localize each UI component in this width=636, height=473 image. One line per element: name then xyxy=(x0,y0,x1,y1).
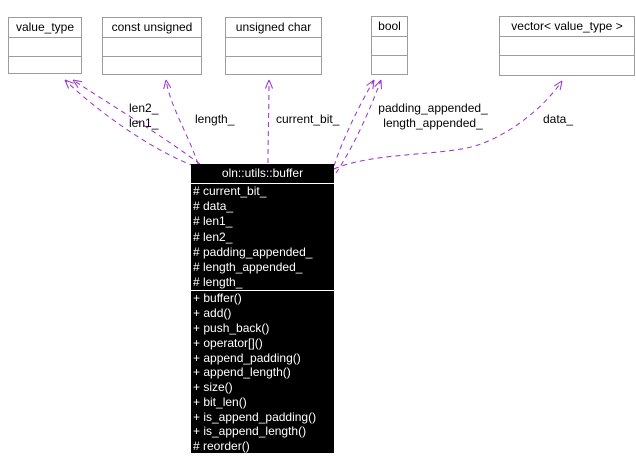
class-title: oln::utils::buffer xyxy=(191,164,334,184)
attribute: # length_ xyxy=(193,275,243,290)
empty-attributes-compartment xyxy=(103,37,201,56)
edge-label-line: len1_ xyxy=(129,116,159,130)
class-name: unsigned char xyxy=(235,20,312,34)
edge-label-len2-len1: len2_ len1_ xyxy=(129,101,158,131)
method: + is_append_length() xyxy=(193,424,307,439)
method: + push_back() xyxy=(193,320,270,335)
edge-label-line: len2_ xyxy=(129,101,159,115)
empty-methods-compartment xyxy=(500,55,634,74)
method: + append_padding() xyxy=(193,350,301,365)
method: + operator[]() xyxy=(193,335,263,350)
method: + add() xyxy=(193,306,232,321)
edge-label-line: padding_appended_ xyxy=(378,101,488,115)
edge-label-line: data_ xyxy=(543,112,574,126)
attribute: # length_appended_ xyxy=(193,259,303,274)
method: + append_length() xyxy=(193,365,291,380)
compartment-divider xyxy=(191,290,334,292)
method: # reorder() xyxy=(193,439,250,454)
edge-label-line: current_bit_ xyxy=(276,112,340,126)
edge-current-bit-to-unsigned-char xyxy=(264,79,274,164)
class-name: const unsigned xyxy=(111,20,193,34)
method: + size() xyxy=(193,380,233,395)
edge-len1-to-value-type xyxy=(72,79,201,165)
edge-label-line: length_appended_ xyxy=(383,116,483,130)
edge-label-data: data_ xyxy=(543,112,573,127)
class-name: value_type xyxy=(15,20,75,34)
class-box-const-unsigned[interactable]: const unsigned xyxy=(102,17,202,75)
edge-label-line: length_ xyxy=(195,112,235,126)
empty-attributes-compartment xyxy=(226,37,321,56)
empty-methods-compartment xyxy=(103,56,201,75)
method: + buffer() xyxy=(193,291,242,306)
attribute: # data_ xyxy=(193,199,234,214)
class-name: vector< value_type > xyxy=(511,19,623,33)
attribute: # padding_appended_ xyxy=(193,244,313,259)
empty-attributes-compartment xyxy=(372,36,407,55)
attribute: # len2_ xyxy=(193,229,233,244)
edge-label-padding-length-appended: padding_appended_ length_appended_ xyxy=(373,101,493,131)
class-box-unsigned-char[interactable]: unsigned char xyxy=(225,17,322,75)
attribute: # len1_ xyxy=(193,214,233,229)
empty-attributes-compartment xyxy=(500,36,634,55)
methods-compartment: + buffer() + add() + push_back() + opera… xyxy=(191,291,334,454)
class-name: bool xyxy=(378,19,401,33)
edge-label-current-bit: current_bit_ xyxy=(276,112,339,127)
class-box-value-type[interactable]: value_type xyxy=(8,17,82,74)
empty-attributes-compartment xyxy=(9,37,81,56)
edge-label-length: length_ xyxy=(195,112,234,127)
edge-len2-to-value-type xyxy=(64,79,195,167)
edge-length-appended-to-bool xyxy=(335,79,382,174)
method: + bit_len() xyxy=(193,394,247,409)
edge-length-to-const-unsigned xyxy=(163,79,199,165)
class-box-vector-value-type[interactable]: vector< value_type > xyxy=(499,16,635,76)
class-box-bool[interactable]: bool xyxy=(371,16,408,75)
attributes-compartment: # current_bit_ # data_ # len1_ # len2_ #… xyxy=(191,184,334,290)
edge-data-to-vector xyxy=(333,80,563,170)
empty-methods-compartment xyxy=(9,56,81,75)
class-box-oln-utils-buffer[interactable]: oln::utils::buffer # current_bit_ # data… xyxy=(191,164,334,453)
edge-padding-appended-to-bool xyxy=(333,79,375,167)
empty-methods-compartment xyxy=(226,56,321,75)
method: + is_append_padding() xyxy=(193,409,317,424)
attribute: # current_bit_ xyxy=(193,184,267,198)
empty-methods-compartment xyxy=(372,55,407,74)
